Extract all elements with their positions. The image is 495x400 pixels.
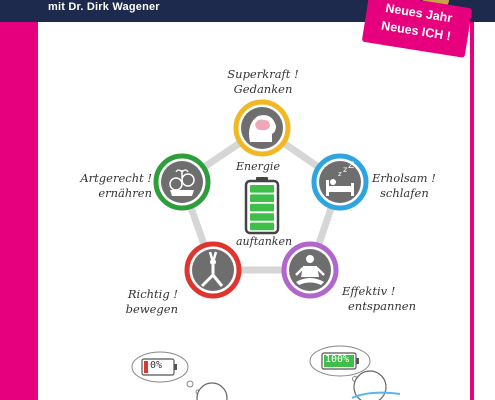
node-nutrition: [153, 153, 211, 211]
label-thoughts-line1: Superkraft !: [227, 67, 299, 81]
node-thoughts: [233, 99, 291, 157]
node-relax: [281, 241, 339, 299]
node-sleep: z z Z: [311, 153, 369, 211]
node-move: [184, 241, 242, 299]
full-battery-thought-doodle: [309, 345, 401, 400]
label-relax-line1: Effektiv !: [342, 284, 396, 298]
label-sleep-line2: schlafen: [380, 186, 429, 200]
right-accent-line: [470, 22, 474, 400]
yoga-pose-icon: [200, 251, 224, 288]
battery-icon: [244, 177, 280, 235]
head-brain-icon: [249, 115, 276, 142]
label-move-line2: bewegen: [125, 302, 178, 316]
header-subtitle: mit Dr. Dirk Wagener: [48, 1, 160, 13]
label-move: Richtig ! bewegen: [118, 287, 178, 317]
label-nutrition-line2: ernähren: [98, 186, 152, 200]
meditation-icon: [295, 255, 325, 285]
vegetables-icon: [169, 169, 195, 196]
label-thoughts: Superkraft ! Gedanken: [220, 67, 306, 97]
center-label-bottom: auftanken: [236, 235, 293, 248]
label-nutrition: Artgerecht ! ernähren: [66, 171, 152, 201]
left-accent-strip: [0, 22, 38, 400]
svg-text:z: z: [343, 165, 347, 174]
battery-cell: [250, 222, 274, 231]
svg-text:z: z: [338, 170, 342, 178]
label-relax: Effektiv ! entspannen: [342, 284, 416, 314]
label-move-line1: Richtig !: [127, 287, 178, 301]
label-sleep-line1: Erholsam !: [372, 171, 436, 185]
label-nutrition-line1: Artgerecht !: [80, 171, 152, 185]
label-thoughts-line2: Gedanken: [233, 82, 293, 96]
sleeping-bed-icon: z z Z: [326, 161, 354, 196]
low-battery-text: 0%: [150, 360, 163, 371]
svg-text:Z: Z: [348, 161, 354, 171]
low-battery-thought-doodle: [131, 351, 228, 400]
label-sleep: Erholsam ! schlafen: [372, 171, 436, 201]
full-battery-text: 100%: [325, 354, 350, 365]
battery-cell: [250, 194, 274, 202]
battery-cell: [250, 213, 274, 221]
battery-cell: [250, 185, 274, 193]
battery-cell: [250, 203, 274, 212]
label-relax-line2: entspannen: [348, 299, 416, 313]
center-label-top: Energie: [236, 160, 280, 173]
